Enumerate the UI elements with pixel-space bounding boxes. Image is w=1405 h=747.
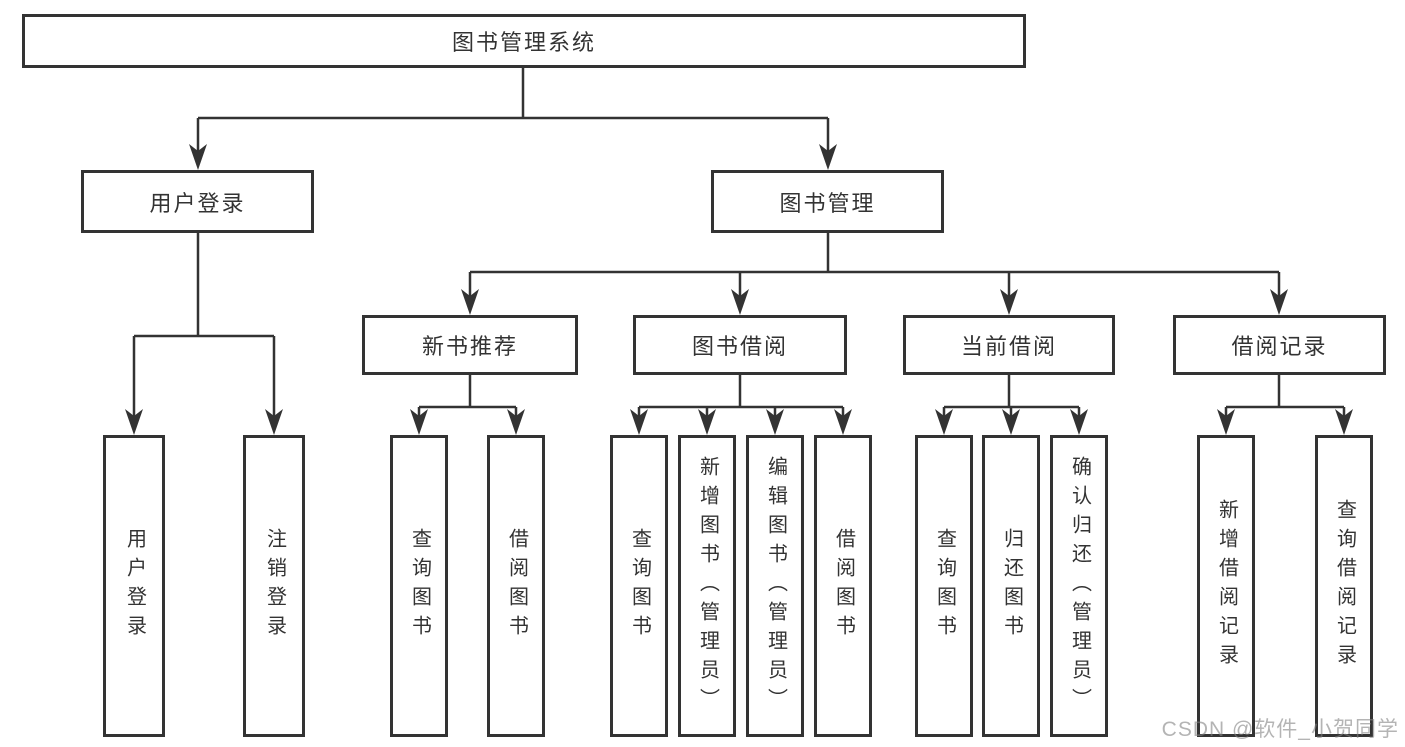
- leaf-borrow-books-1-label: 借阅图书: [505, 528, 528, 644]
- node-new-book-recommend: 新书推荐: [362, 315, 578, 375]
- leaf-borrow-books-2: 借阅图书: [814, 435, 872, 737]
- node-book-management-label: 图书管理: [779, 190, 876, 216]
- leaf-user-login: 用户登录: [103, 435, 165, 737]
- leaf-query-borrow-record-label: 查询借阅记录: [1333, 499, 1356, 673]
- leaf-query-books-2: 查询图书: [610, 435, 668, 737]
- leaf-query-books-3-label: 查询图书: [933, 528, 956, 644]
- leaf-add-borrow-record-label: 新增借阅记录: [1215, 499, 1238, 673]
- node-borrow-records: 借阅记录: [1173, 315, 1386, 375]
- node-borrow-records-label: 借阅记录: [1231, 334, 1328, 359]
- node-current-borrow: 当前借阅: [903, 315, 1115, 375]
- leaf-query-books-1-label: 查询图书: [408, 528, 431, 644]
- arrowheads: [125, 144, 1353, 435]
- leaf-query-borrow-record: 查询借阅记录: [1315, 435, 1373, 737]
- leaf-user-login-label: 用户登录: [123, 528, 146, 644]
- leaf-borrow-books-1: 借阅图书: [487, 435, 545, 737]
- leaf-query-books-3: 查询图书: [915, 435, 973, 737]
- node-library-system: 图书管理系统: [22, 14, 1026, 68]
- leaf-borrow-books-2-label: 借阅图书: [832, 528, 855, 644]
- leaf-return-books: 归还图书: [982, 435, 1040, 737]
- node-book-borrow-label: 图书借阅: [691, 334, 788, 359]
- node-user-login-label: 用户登录: [149, 190, 246, 216]
- node-user-login: 用户登录: [81, 170, 314, 233]
- leaf-return-books-label: 归还图书: [1000, 528, 1023, 644]
- node-book-management: 图书管理: [711, 170, 944, 233]
- leaf-add-books-admin-label: 新增图书（管理员）: [696, 455, 719, 717]
- leaf-confirm-return-admin-label: 确认归还（管理员）: [1068, 455, 1091, 717]
- node-book-borrow: 图书借阅: [633, 315, 847, 375]
- leaf-edit-books-admin-label: 编辑图书（管理员）: [764, 455, 787, 717]
- leaf-edit-books-admin: 编辑图书（管理员）: [746, 435, 804, 737]
- leaf-confirm-return-admin: 确认归还（管理员）: [1050, 435, 1108, 737]
- leaf-logout-label: 注销登录: [263, 528, 286, 644]
- leaf-add-borrow-record: 新增借阅记录: [1197, 435, 1255, 737]
- leaf-query-books-1: 查询图书: [390, 435, 448, 737]
- leaf-logout: 注销登录: [243, 435, 305, 737]
- leaf-add-books-admin: 新增图书（管理员）: [678, 435, 736, 737]
- node-library-system-label: 图书管理系统: [451, 30, 596, 55]
- csdn-watermark: CSDN @软件_小贺同学: [1161, 718, 1399, 741]
- node-current-borrow-label: 当前借阅: [960, 334, 1057, 359]
- leaf-query-books-2-label: 查询图书: [628, 528, 651, 644]
- node-new-book-recommend-label: 新书推荐: [421, 334, 518, 359]
